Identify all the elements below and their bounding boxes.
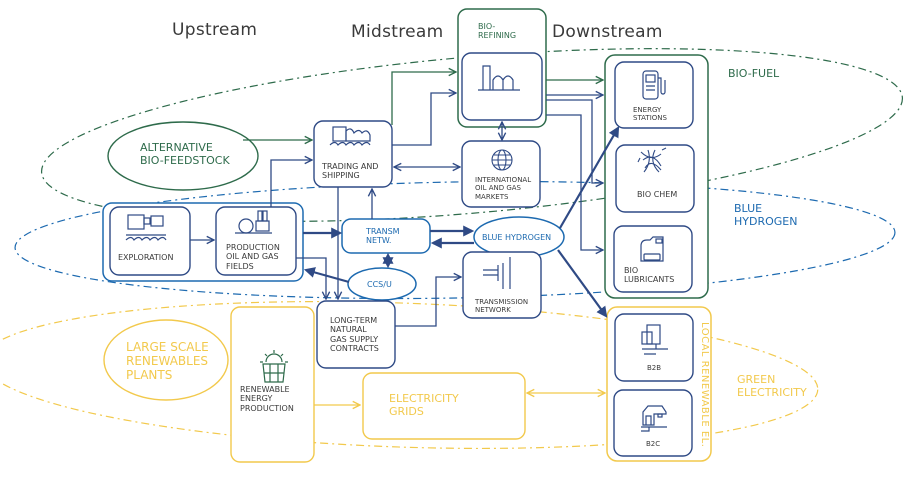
- house-icon: [641, 405, 667, 432]
- b2b-label: B2B: [647, 364, 662, 372]
- bluehydrogen-to-b2b-arrow: [557, 249, 608, 318]
- globe-icon: [491, 149, 513, 171]
- electricity-grids-box[interactable]: [362, 372, 526, 440]
- energy-stations-label: ENERGY STATIONS: [633, 106, 667, 123]
- alternative-bio-feedstock-ellipse[interactable]: [107, 121, 259, 191]
- production-label: PRODUCTION OIL AND GAS FIELDS: [226, 243, 280, 271]
- contracts-to-transmission-arrow: [395, 277, 461, 327]
- ccsu-label: CCS/U: [367, 280, 392, 289]
- large-scale-renewables-ellipse[interactable]: [103, 319, 229, 401]
- stage-midstream: Midstream: [351, 22, 444, 42]
- bio-lubricants-box[interactable]: [613, 225, 693, 293]
- cluster-bio-fuel-label: BIO-FUEL: [728, 67, 780, 80]
- bio-lubricants-label: BIO LUBRICANTS: [624, 266, 675, 285]
- stage-downstream: Downstream: [552, 22, 663, 42]
- production-box[interactable]: [215, 206, 297, 276]
- exploration-label: EXPLORATION: [118, 253, 174, 262]
- transmission-network-box[interactable]: [462, 251, 542, 319]
- bio-chem-box[interactable]: [615, 144, 695, 213]
- energy-stations-box[interactable]: [614, 61, 694, 129]
- bluehydrogen-to-stations-arrow: [559, 126, 620, 229]
- oil-tank-icon: [235, 210, 272, 234]
- solar-panel-icon: [260, 350, 288, 383]
- ccsu-to-production-arrow: [303, 267, 350, 284]
- blue-hydrogen-node-label: BLUE HYDROGEN: [482, 233, 552, 242]
- cluster-green-electricity-label: GREEN ELECTRICITY: [737, 373, 807, 399]
- biorefining-to-lubricants-arrow: [546, 114, 603, 250]
- local-renewable-label: LOCAL RENEWABLE EL.: [698, 322, 710, 448]
- cluster-blue-hydrogen-label: BLUE HYDROGEN: [734, 202, 798, 228]
- long-term-contracts-box[interactable]: [316, 300, 396, 369]
- electricity-grids-label: ELECTRICITY GRIDS: [389, 392, 459, 418]
- cargo-ship-icon: [329, 126, 371, 146]
- biorefining-to-biochem-arrow: [546, 99, 603, 183]
- alternative-bio-feedstock-label: ALTERNATIVE BIO-FEEDSTOCK: [140, 141, 230, 167]
- green-electricity-cluster: [0, 300, 819, 450]
- ccsu-node[interactable]: [347, 267, 417, 301]
- fuel-pump-icon: [642, 70, 666, 100]
- b2b-box[interactable]: [614, 313, 694, 382]
- blue-hydrogen-cluster: [14, 180, 896, 300]
- trading-to-biorefining-arrow-2: [392, 93, 456, 146]
- production-to-trading-arrow: [270, 160, 312, 207]
- transmission-icon: [483, 257, 511, 289]
- b2c-label: B2C: [646, 440, 661, 448]
- transm-netw-label: TRANSM NETW.: [366, 227, 400, 246]
- stage-upstream: Upstream: [172, 20, 258, 40]
- molecule-network-icon: [637, 147, 667, 173]
- trading-to-biorefining-arrow: [391, 72, 456, 125]
- b2c-box[interactable]: [613, 389, 693, 457]
- large-scale-renewables-label: LARGE SCALE RENEWABLES PLANTS: [126, 340, 209, 383]
- production-to-contracts-arrow: [296, 257, 326, 299]
- bio-refining-inner-box: [461, 52, 543, 121]
- bio-chem-label: BIO CHEM: [637, 190, 678, 199]
- long-term-contracts-label: LONG-TERM NATURAL GAS SUPPLY CONTRACTS: [330, 316, 379, 354]
- bio-refining-label: BIO- REFINING: [478, 22, 517, 41]
- international-markets-box[interactable]: [461, 140, 541, 208]
- oil-canister-icon: [640, 236, 664, 262]
- transmission-network-label: TRANSMISSION NETWORK: [475, 298, 529, 315]
- renewable-production-box[interactable]: [230, 306, 315, 463]
- renewable-production-label: RENEWABLE ENERGY PRODUCTION: [240, 385, 294, 413]
- exploration-box[interactable]: [109, 206, 191, 276]
- office-building-icon: [641, 324, 668, 355]
- trading-shipping-label: TRADING AND SHIPPING: [322, 162, 379, 181]
- international-markets-label: INTERNATIONAL OIL AND GAS MARKETS: [475, 176, 532, 201]
- drilling-rig-icon: [125, 214, 167, 241]
- refinery-icon: [478, 65, 520, 91]
